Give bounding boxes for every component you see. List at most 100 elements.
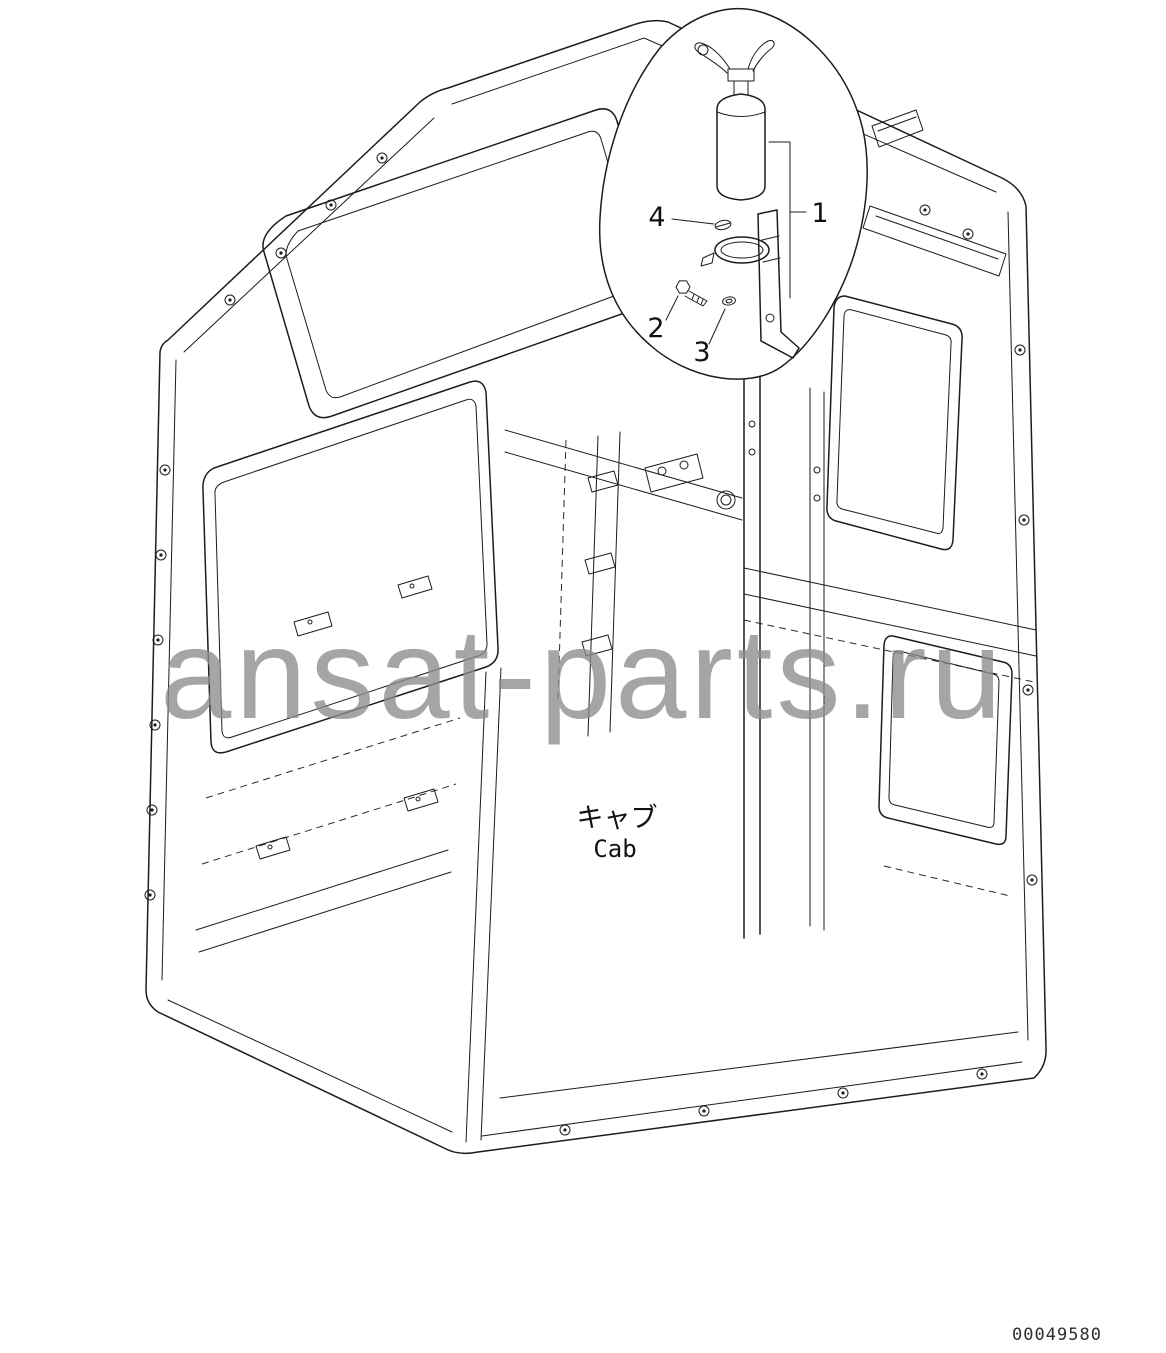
- bolt-head: [325, 199, 337, 211]
- callout-number: 3: [693, 337, 710, 368]
- pillar-hole: [813, 494, 821, 502]
- door-panel-inner: [888, 650, 1000, 828]
- bolt-head: [149, 719, 161, 731]
- clip-part: [714, 219, 732, 231]
- bolt-head: [837, 1087, 849, 1099]
- channel-line: [609, 431, 621, 733]
- front-slat: [198, 871, 452, 953]
- extinguisher-bracket: [757, 209, 800, 359]
- bracket-hole: [765, 313, 775, 323]
- latch: [255, 836, 291, 860]
- cross-rail: [743, 593, 1037, 657]
- channel-line: [587, 435, 599, 737]
- bolt-head: [919, 204, 931, 216]
- bolt-head: [1018, 514, 1030, 526]
- bolt-head: [155, 549, 167, 561]
- hidden-line: [557, 439, 567, 701]
- hidden-line: [201, 783, 457, 865]
- extinguisher-lever: [694, 42, 731, 74]
- cab-silhouette: [145, 19, 1047, 1155]
- callout-leader: [708, 308, 726, 345]
- pillar-hole: [748, 448, 756, 456]
- front-pillar-line: [480, 667, 502, 1141]
- washer-outer: [722, 296, 736, 306]
- bolt-heads: [144, 152, 1038, 1136]
- pillar-hole: [813, 466, 821, 474]
- callout-leader: [768, 141, 791, 299]
- latch-hole: [415, 796, 421, 802]
- washer-part: [722, 296, 736, 306]
- latch: [397, 575, 433, 599]
- frame-line: [167, 999, 453, 1133]
- bolt-head: [152, 634, 164, 646]
- frame-line: [183, 117, 435, 353]
- bracket-strip: [757, 209, 800, 359]
- document-number: 00049580: [1012, 1325, 1102, 1345]
- bolt-head: [698, 1105, 710, 1117]
- cab-label-english: Cab: [593, 835, 636, 863]
- extinguisher-shoulder: [716, 111, 766, 117]
- cab-structure: [145, 19, 1047, 1155]
- frame-line: [481, 1061, 1023, 1137]
- rail-line: [504, 429, 743, 499]
- bolt-head: [275, 247, 287, 259]
- bolt-head: [1014, 344, 1026, 356]
- clip: [714, 219, 732, 231]
- side-window-outer: [826, 295, 963, 551]
- hidden-lines: [201, 439, 1035, 897]
- washer-inner: [725, 298, 733, 304]
- clamp-band: [700, 236, 770, 267]
- callout-leader: [671, 218, 715, 225]
- fire-extinguisher: [694, 40, 775, 201]
- bracket-hole: [657, 466, 667, 476]
- side-window-inner: [836, 309, 952, 534]
- latch: [293, 611, 333, 637]
- latch-hole: [267, 844, 273, 850]
- callouts: 1 2 3 4: [647, 141, 829, 368]
- bracket-slot: [761, 235, 781, 263]
- clamp-inner: [720, 241, 764, 259]
- callout-1: 1: [768, 141, 829, 299]
- right-side-window: [826, 295, 963, 551]
- bolt-head: [1026, 874, 1038, 886]
- bolt-head: [224, 294, 236, 306]
- clamp-outer: [714, 236, 770, 264]
- callout-3: 3: [693, 308, 726, 368]
- side-vent: [875, 215, 999, 260]
- grommet: [716, 490, 736, 510]
- hidden-line: [205, 717, 461, 799]
- channel-plate: [584, 552, 616, 575]
- roof-step-bracket: [877, 116, 917, 132]
- bolt-head: [159, 464, 171, 476]
- latch-hole: [409, 583, 415, 589]
- cross-rail: [743, 567, 1037, 631]
- pillar-hole: [748, 420, 756, 428]
- callout-number: 4: [648, 202, 665, 233]
- pull-pin-ring: [697, 44, 709, 56]
- channel-plate: [581, 634, 613, 657]
- cab-label-japanese: キャブ: [577, 803, 658, 834]
- bolt-threads: [691, 294, 704, 305]
- hinge-bracket: [644, 453, 704, 493]
- hidden-line: [743, 619, 1035, 683]
- bolt-head: [1022, 684, 1034, 696]
- callout-number: 2: [647, 313, 664, 344]
- door-panel-outer: [878, 635, 1013, 846]
- windshield-outer: [202, 380, 499, 754]
- latch: [403, 788, 439, 812]
- extinguisher-body: [716, 93, 766, 201]
- roof-step-bracket: [871, 109, 924, 148]
- bolt-head: [976, 1068, 988, 1080]
- mount-bolt: [675, 280, 708, 307]
- bolt-head: [559, 1124, 571, 1136]
- front-windshield: [202, 380, 499, 754]
- extinguisher-neck: [733, 80, 749, 95]
- side-vent: [862, 205, 1007, 277]
- callout-number: 1: [811, 198, 828, 229]
- windshield-inner: [214, 398, 488, 739]
- cab-label: キャブ Cab: [577, 803, 658, 863]
- clamp-tab: [700, 252, 715, 267]
- extinguisher-lever: [747, 40, 775, 72]
